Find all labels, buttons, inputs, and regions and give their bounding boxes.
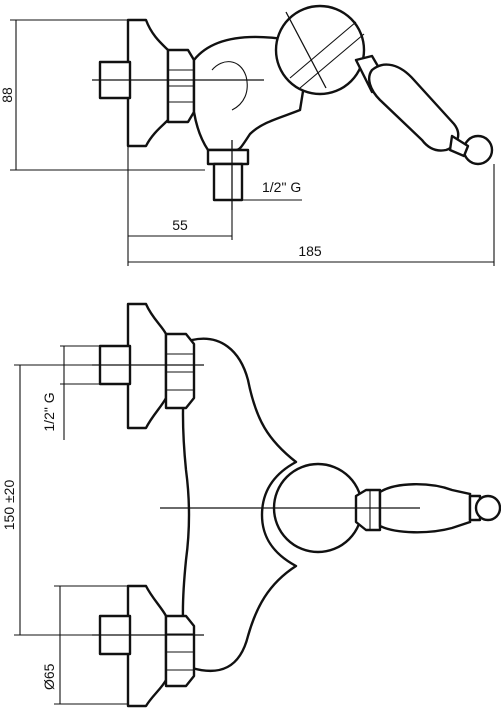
side-lever-handle [368, 63, 460, 152]
dim-height-label: 88 [0, 87, 15, 103]
front-upper-flange [126, 302, 168, 430]
dim-offset-label: 55 [172, 217, 188, 233]
front-lever-ball [474, 494, 501, 522]
side-wall-flange [126, 18, 170, 148]
side-view: 88 1/2" G [0, 4, 495, 266]
front-diameter-label: Ø65 [41, 663, 57, 690]
front-lever-collar [354, 488, 382, 532]
front-lower-flange [126, 584, 168, 708]
front-upper-nut [164, 332, 196, 410]
front-mixer-body [181, 337, 298, 673]
front-centers-label: 150 ±20 [1, 480, 17, 531]
side-outlet-nut [206, 148, 250, 166]
side-outlet-pipe [212, 162, 244, 202]
front-lever-handle [378, 483, 472, 534]
side-lever-ball [462, 134, 494, 166]
front-thread-label: 1/2" G [41, 392, 57, 431]
dim-length-label: 185 [298, 243, 322, 259]
side-control-sphere [274, 4, 366, 96]
front-view: 1/2" G 150 ±20 Ø65 [1, 302, 501, 708]
side-thread-label: 1/2" G [262, 179, 301, 195]
front-lower-nut [164, 614, 196, 688]
